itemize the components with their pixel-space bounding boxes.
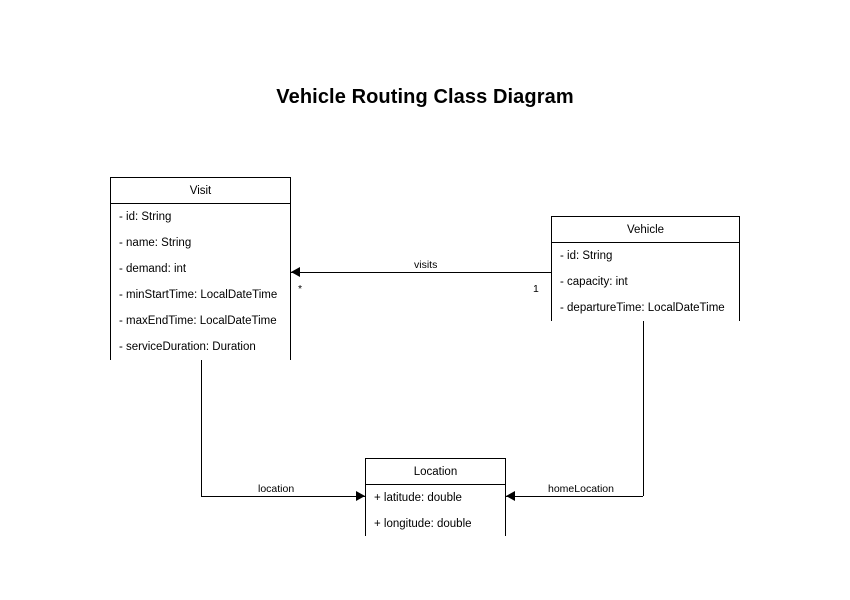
edge-visits-line [291, 272, 551, 273]
edge-label-visits: visits [411, 259, 441, 271]
edge-homelocation-horizontal-segment [506, 496, 643, 497]
class-attribute: - name: String [119, 237, 192, 249]
class-attribute: - maxEndTime: LocalDateTime [119, 315, 277, 327]
edge-visits-arrowhead-icon [291, 267, 300, 277]
class-attribute: + longitude: double [374, 518, 472, 530]
edge-label-homelocation: homeLocation [545, 483, 617, 495]
class-attribute: - id: String [119, 211, 172, 223]
class-attributes-vehicle: - id: String - capacity: int - departure… [552, 243, 739, 321]
edge-homelocation-arrowhead-icon [506, 491, 515, 501]
class-attribute: + latitude: double [374, 492, 462, 504]
class-attributes-visit: - id: String - name: String - demand: in… [111, 204, 290, 360]
class-attribute: - id: String [560, 250, 613, 262]
class-attributes-location: + latitude: double + longitude: double [366, 485, 505, 537]
edge-location-arrowhead-icon [356, 491, 365, 501]
page-title: Vehicle Routing Class Diagram [276, 86, 574, 108]
class-name-vehicle: Vehicle [552, 217, 739, 243]
edge-multiplicity-vehicle-side: 1 [533, 283, 539, 295]
class-box-location[interactable]: Location + latitude: double + longitude:… [365, 458, 506, 537]
class-box-vehicle[interactable]: Vehicle - id: String - capacity: int - d… [551, 216, 740, 321]
edge-location-horizontal-segment [201, 496, 365, 497]
class-attribute: - serviceDuration: Duration [119, 341, 256, 353]
edge-homelocation-vertical-segment [643, 321, 644, 496]
class-attribute: - capacity: int [560, 276, 628, 288]
class-attribute: - departureTime: LocalDateTime [560, 302, 725, 314]
edge-label-location: location [255, 483, 298, 495]
class-attribute: - minStartTime: LocalDateTime [119, 289, 278, 301]
class-attribute: - demand: int [119, 263, 187, 275]
class-box-visit[interactable]: Visit - id: String - name: String - dema… [110, 177, 291, 360]
class-name-location: Location [366, 459, 505, 485]
edge-location-vertical-segment [201, 360, 202, 496]
edge-multiplicity-visit-side: * [298, 283, 303, 295]
class-name-visit: Visit [111, 178, 290, 204]
